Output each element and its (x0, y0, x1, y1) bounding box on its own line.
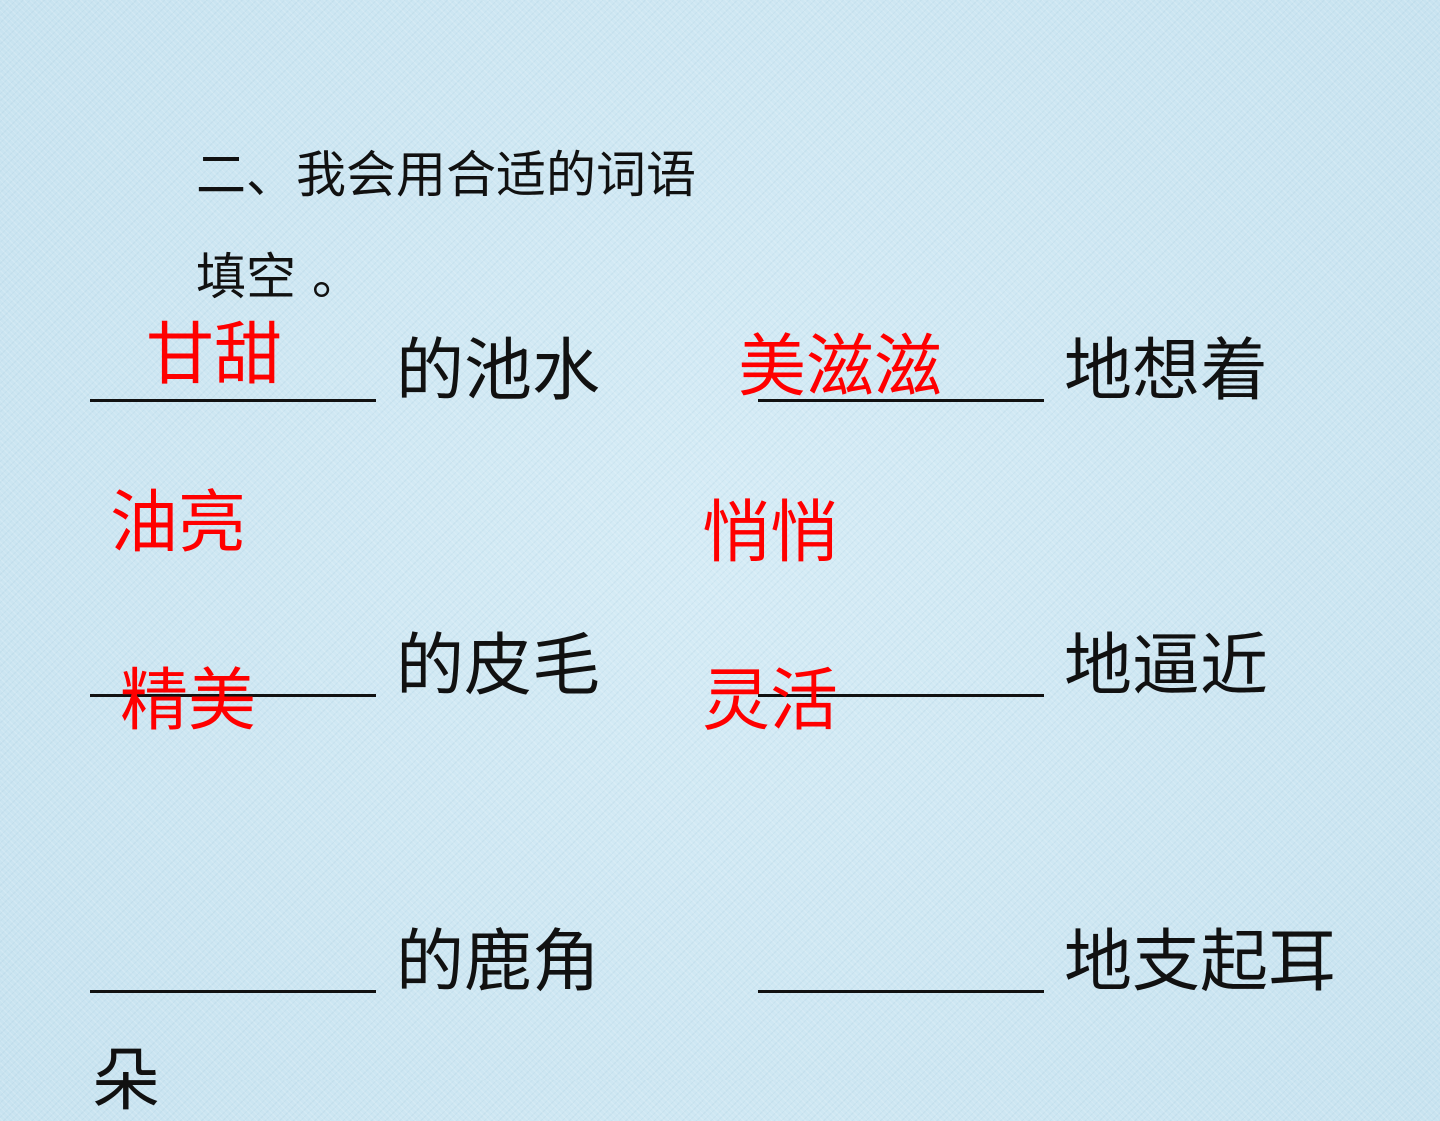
answer-text: 精美 (120, 662, 257, 741)
answer-blank[interactable] (758, 694, 1044, 697)
blank-item-1: 的池水 (90, 322, 630, 406)
answer-blank[interactable] (758, 990, 1044, 993)
instruction-line-1: 二、我会用合适的词语 (196, 146, 696, 204)
item-suffix: 地支起耳 (1064, 923, 1337, 1002)
item-suffix: 地想着 (1064, 332, 1269, 411)
blank-item-6: 地支起耳 (758, 913, 1398, 997)
item-suffix: 的池水 (396, 332, 601, 411)
answer-text: 油亮 (110, 484, 247, 563)
item-suffix: 地逼近 (1064, 627, 1269, 706)
answer-blank[interactable] (90, 694, 376, 697)
blank-item-3: 的皮毛 (90, 617, 630, 701)
answer-blank[interactable] (90, 990, 376, 993)
blank-item-2: 地想着 (758, 322, 1398, 406)
item-suffix: 的皮毛 (396, 627, 601, 706)
answer-text: 灵活 (702, 662, 839, 741)
answer-text: 美滋滋 (738, 328, 943, 407)
instruction-line-2: 填空 。 (196, 248, 362, 306)
answer-text: 悄悄 (702, 494, 839, 573)
blank-item-5: 的鹿角 (90, 913, 630, 997)
item-6-continuation: 朵 (92, 1042, 161, 1121)
slide: 二、我会用合适的词语 填空 。 的池水 地想着 的皮毛 地逼近 的鹿角 地支起耳… (90, 146, 1398, 1116)
answer-text: 甘甜 (146, 316, 283, 395)
blank-item-4: 地逼近 (758, 617, 1398, 701)
answer-blank[interactable] (758, 399, 1044, 402)
item-suffix: 的鹿角 (396, 923, 601, 1002)
answer-blank[interactable] (90, 399, 376, 402)
